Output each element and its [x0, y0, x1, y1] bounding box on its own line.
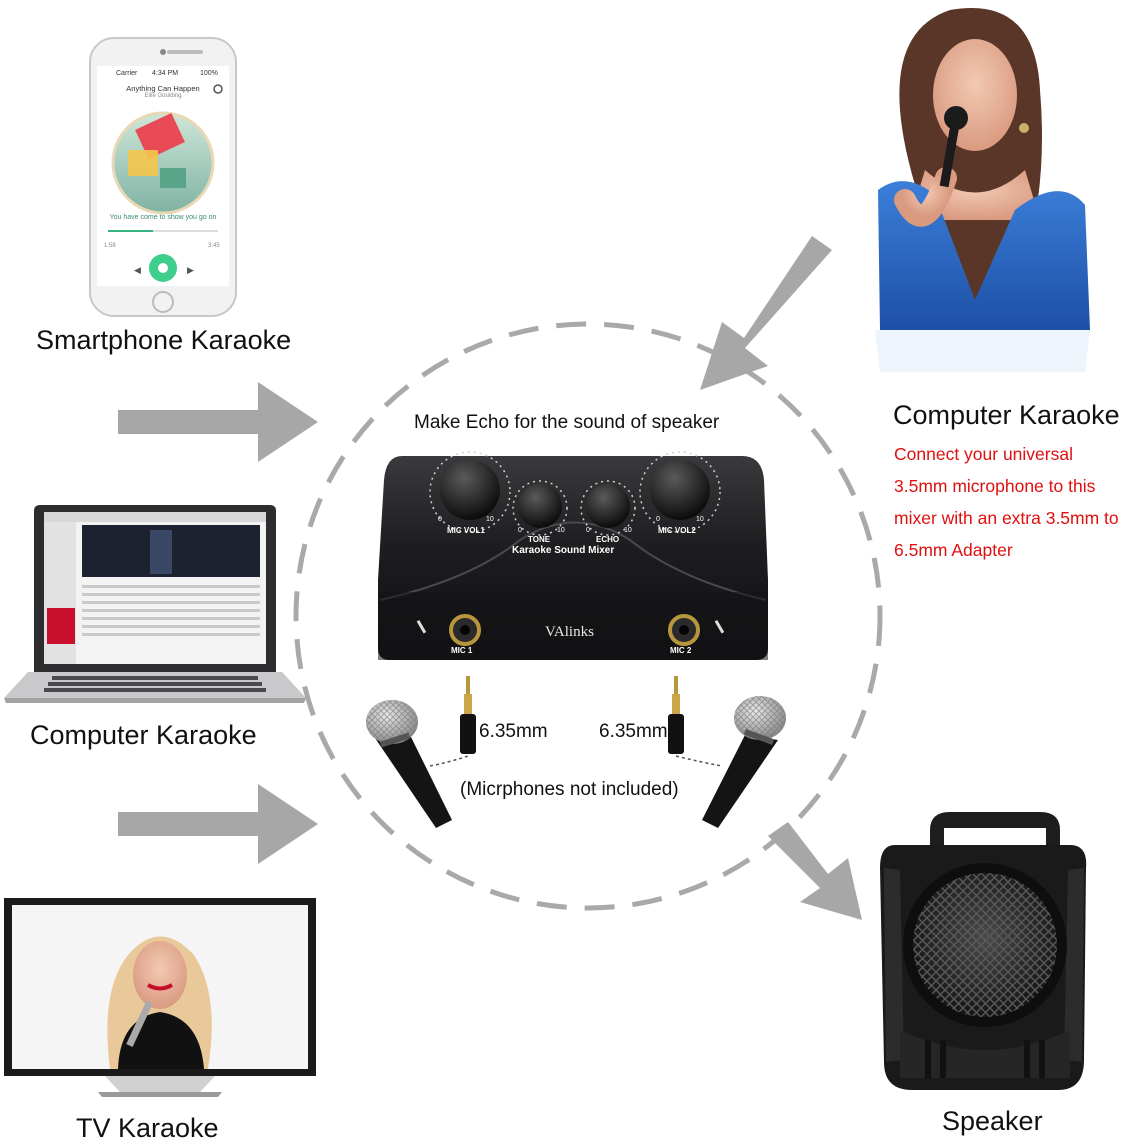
- speaker-illustration: [880, 812, 1087, 1090]
- mic-note: (Micrphones not included): [460, 779, 679, 800]
- knob-label-mic-vol1: MIC VOL1: [447, 526, 485, 535]
- echo-caption: Make Echo for the sound of speaker: [414, 412, 720, 433]
- phone-time: 4:34 PM: [152, 70, 179, 77]
- phone-lyric-line: You have come to show you go on: [109, 214, 217, 221]
- adapter-note: Connect your universal 3.5mm microphone …: [894, 438, 1119, 566]
- computer-karaoke-label: Computer Karaoke: [30, 720, 257, 750]
- mixer-title: Karaoke Sound Mixer: [512, 545, 615, 556]
- phone-elapsed-time: 1:58: [104, 243, 116, 249]
- arrows: [118, 236, 862, 920]
- scale-min-4: 0: [656, 516, 660, 523]
- dashed-circle: [293, 321, 883, 911]
- mixer-illustration: [378, 451, 768, 660]
- laptop-illustration: [4, 505, 306, 703]
- tv-karaoke-label: TV Karaoke: [76, 1113, 219, 1143]
- mic-right: [675, 696, 786, 828]
- smartphone-karaoke-label: Smartphone Karaoke: [36, 325, 292, 355]
- plug-size-right: 6.35mm: [599, 721, 668, 742]
- plug-left: [460, 676, 476, 754]
- tv-illustration: [4, 898, 316, 1097]
- knob-label-tone: TONE: [528, 535, 551, 544]
- svg-text:◀: ◀: [134, 265, 141, 275]
- scale-min-2: 0: [518, 527, 522, 534]
- scale-max-2: 10: [557, 527, 565, 534]
- phone-song-artist: Ellie Goulding: [144, 93, 182, 99]
- adapter-note-line-3: mixer with an extra 3.5mm to: [894, 508, 1119, 528]
- adapter-note-line-1: Connect your universal: [894, 444, 1073, 464]
- scale-min-3: 0: [586, 527, 590, 534]
- svg-text:▶: ▶: [187, 265, 194, 275]
- adapter-note-line-2: 3.5mm microphone to this: [894, 476, 1096, 496]
- arrow-to-speaker: [768, 822, 862, 920]
- mic-left: [366, 700, 469, 828]
- speaker-label: Speaker: [942, 1106, 1043, 1136]
- knob-label-mic-vol2: MIC VOL2: [658, 526, 696, 535]
- scale-min-1: 0: [438, 516, 442, 523]
- phone-battery: 100%: [200, 70, 218, 77]
- arrow-from-singer: [700, 236, 832, 390]
- singer-illustration: [875, 7, 1090, 372]
- smartphone-illustration: ◀ ▶: [89, 37, 237, 317]
- arrow-from-smartphone: [118, 382, 318, 462]
- plug-size-left: 6.35mm: [479, 721, 548, 742]
- phone-song-title: Anything Can Happen: [126, 84, 200, 93]
- adapter-note-line-4: 6.5mm Adapter: [894, 540, 1013, 560]
- scale-max-1: 10: [486, 516, 494, 523]
- plug-right: [668, 676, 684, 754]
- arrow-from-tv: [118, 784, 318, 864]
- scale-max-3: 10: [624, 527, 632, 534]
- phone-carrier: Carrier: [116, 70, 138, 77]
- scale-max-4: 10: [696, 516, 704, 523]
- singer-karaoke-label: Computer Karaoke: [893, 400, 1120, 430]
- knob-label-echo: ECHO: [596, 535, 620, 544]
- port-label-mic2: MIC 2: [670, 646, 692, 655]
- phone-remaining-time: 3:45: [208, 243, 220, 249]
- port-label-mic1: MIC 1: [451, 646, 473, 655]
- brand-logo: VAlinks: [545, 624, 594, 640]
